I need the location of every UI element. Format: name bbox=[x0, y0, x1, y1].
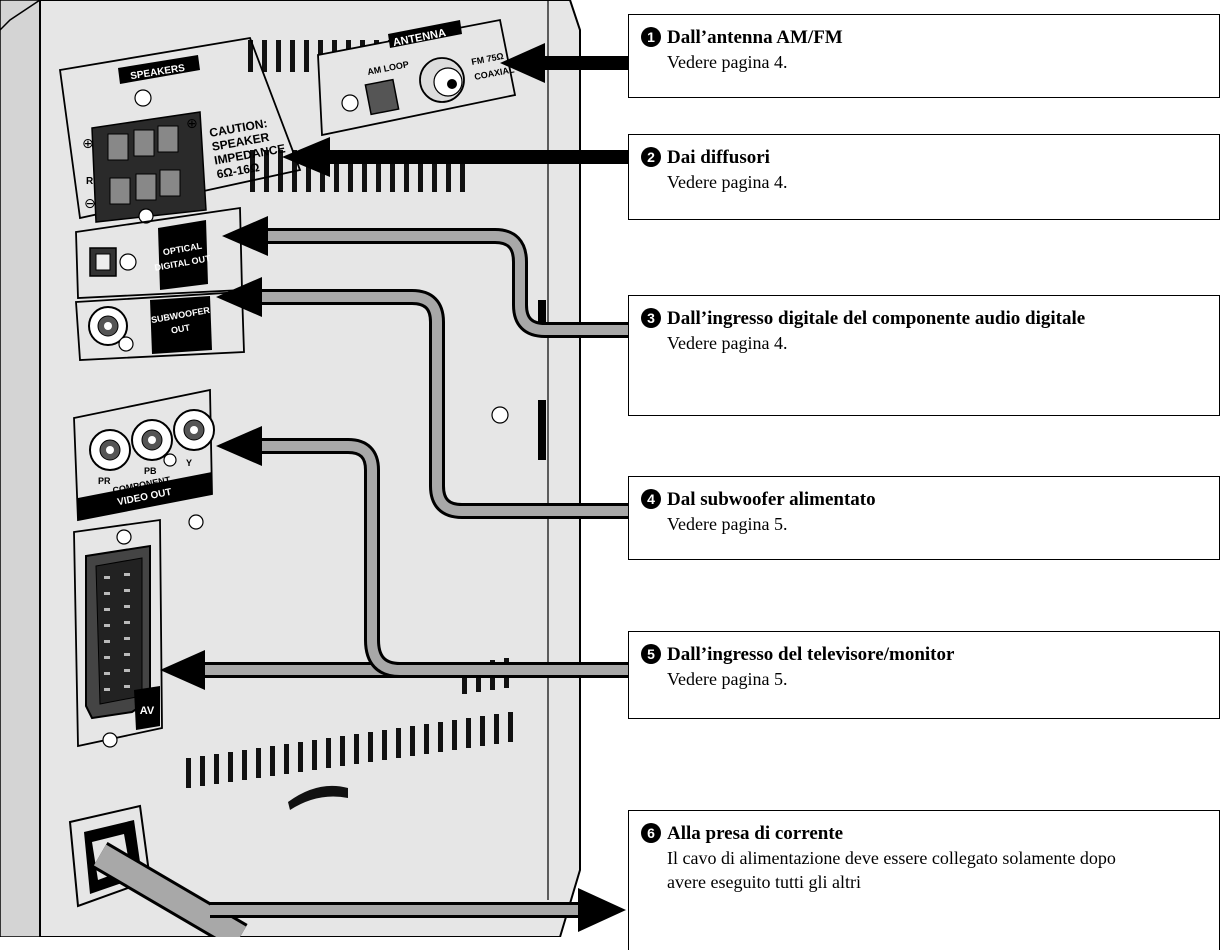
video-out-section: VIDEO OUT PR PB Y COMPONENT bbox=[73, 388, 215, 530]
arrow-head bbox=[160, 650, 205, 690]
screw-icon bbox=[134, 89, 152, 107]
screw-icon bbox=[341, 94, 359, 112]
arrow-head bbox=[578, 888, 626, 932]
screw-icon bbox=[118, 336, 134, 352]
optical-out-section: OPTICAL DIGITAL OUT bbox=[75, 206, 243, 299]
arrow-head bbox=[282, 137, 330, 177]
step-number-badge: 1 bbox=[641, 27, 661, 47]
callout-power: 6 Alla presa di corrente Il cavo di alime… bbox=[628, 810, 1220, 950]
page-reference: Vedere pagina 4. bbox=[667, 333, 788, 353]
screw-icon bbox=[116, 529, 132, 545]
svg-text:⊕: ⊕ bbox=[186, 116, 198, 132]
callout-title: Alla presa di corrente bbox=[667, 823, 844, 844]
page-reference: Vedere pagina 5. bbox=[667, 669, 788, 689]
y-label: Y bbox=[186, 458, 192, 468]
callout-antenna: 1 Dall’antenna AM/FM Vedere pagina 4. bbox=[628, 14, 1220, 98]
speakers-section: SPEAKERS ⊕ ⊖ ⊕ R CAUTION: SPEAKER IMPEDA… bbox=[58, 36, 302, 224]
subwoofer-out-section: SUBWOOFER OUT bbox=[75, 291, 245, 361]
arrow-head bbox=[216, 426, 262, 466]
pb-label: PB bbox=[144, 466, 157, 476]
screw-icon bbox=[491, 406, 509, 424]
antenna-section: ANTENNA AM LOOP FM 75Ω COAXIAL bbox=[317, 18, 517, 137]
step-number-badge: 2 bbox=[641, 147, 661, 167]
screw-icon bbox=[138, 208, 154, 224]
step-number-badge: 4 bbox=[641, 489, 661, 509]
av-label: AV bbox=[140, 705, 155, 717]
arrow-head bbox=[216, 277, 262, 317]
screw-icon bbox=[102, 732, 118, 748]
screw-icon bbox=[163, 453, 177, 467]
handle-slot bbox=[288, 785, 348, 810]
svg-text:⊖: ⊖ bbox=[84, 196, 96, 212]
callout-description: Il cavo di alimentazione deve essere col… bbox=[667, 848, 1116, 892]
callout-title: Dall’ingresso digitale del componente au… bbox=[667, 308, 1086, 329]
arrow-head bbox=[222, 216, 268, 256]
svg-text:⊕: ⊕ bbox=[82, 136, 94, 152]
callout-title: Dai diffusori bbox=[667, 147, 770, 168]
callout-title: Dall’antenna AM/FM bbox=[667, 27, 843, 48]
av-scart-section: AV bbox=[73, 518, 163, 748]
am-loop-terminal[interactable] bbox=[364, 78, 400, 116]
page-reference: Vedere pagina 4. bbox=[667, 52, 788, 72]
callout-title: Dall’ingresso del televisore/monitor bbox=[667, 644, 955, 665]
connection-arrows bbox=[160, 43, 628, 932]
callout-tv-monitor: 5 Dall’ingresso del televisore/monitor Ve… bbox=[628, 631, 1220, 719]
callout-title: Dal subwoofer alimentato bbox=[667, 489, 876, 510]
step-number-badge: 3 bbox=[641, 308, 661, 328]
page-reference: Vedere pagina 5. bbox=[667, 514, 788, 534]
pr-label: PR bbox=[98, 476, 111, 486]
screw-icon bbox=[119, 253, 137, 271]
channel-r-label: R bbox=[86, 176, 94, 187]
screw-icon bbox=[188, 514, 204, 530]
arrow-head bbox=[500, 43, 545, 83]
callout-speakers: 2 Dai diffusori Vedere pagina 4. bbox=[628, 134, 1220, 220]
step-number-badge: 6 bbox=[641, 823, 661, 843]
callout-subwoofer: 4 Dal subwoofer alimentato Vedere pagina … bbox=[628, 476, 1220, 560]
callout-digital-audio: 3 Dall’ingresso digitale del componente a… bbox=[628, 295, 1220, 416]
vent-slots-bottom bbox=[186, 712, 513, 788]
page-reference: Vedere pagina 4. bbox=[667, 172, 788, 192]
subwoofer-label-2: OUT bbox=[170, 322, 191, 335]
step-number-badge: 5 bbox=[641, 644, 661, 664]
